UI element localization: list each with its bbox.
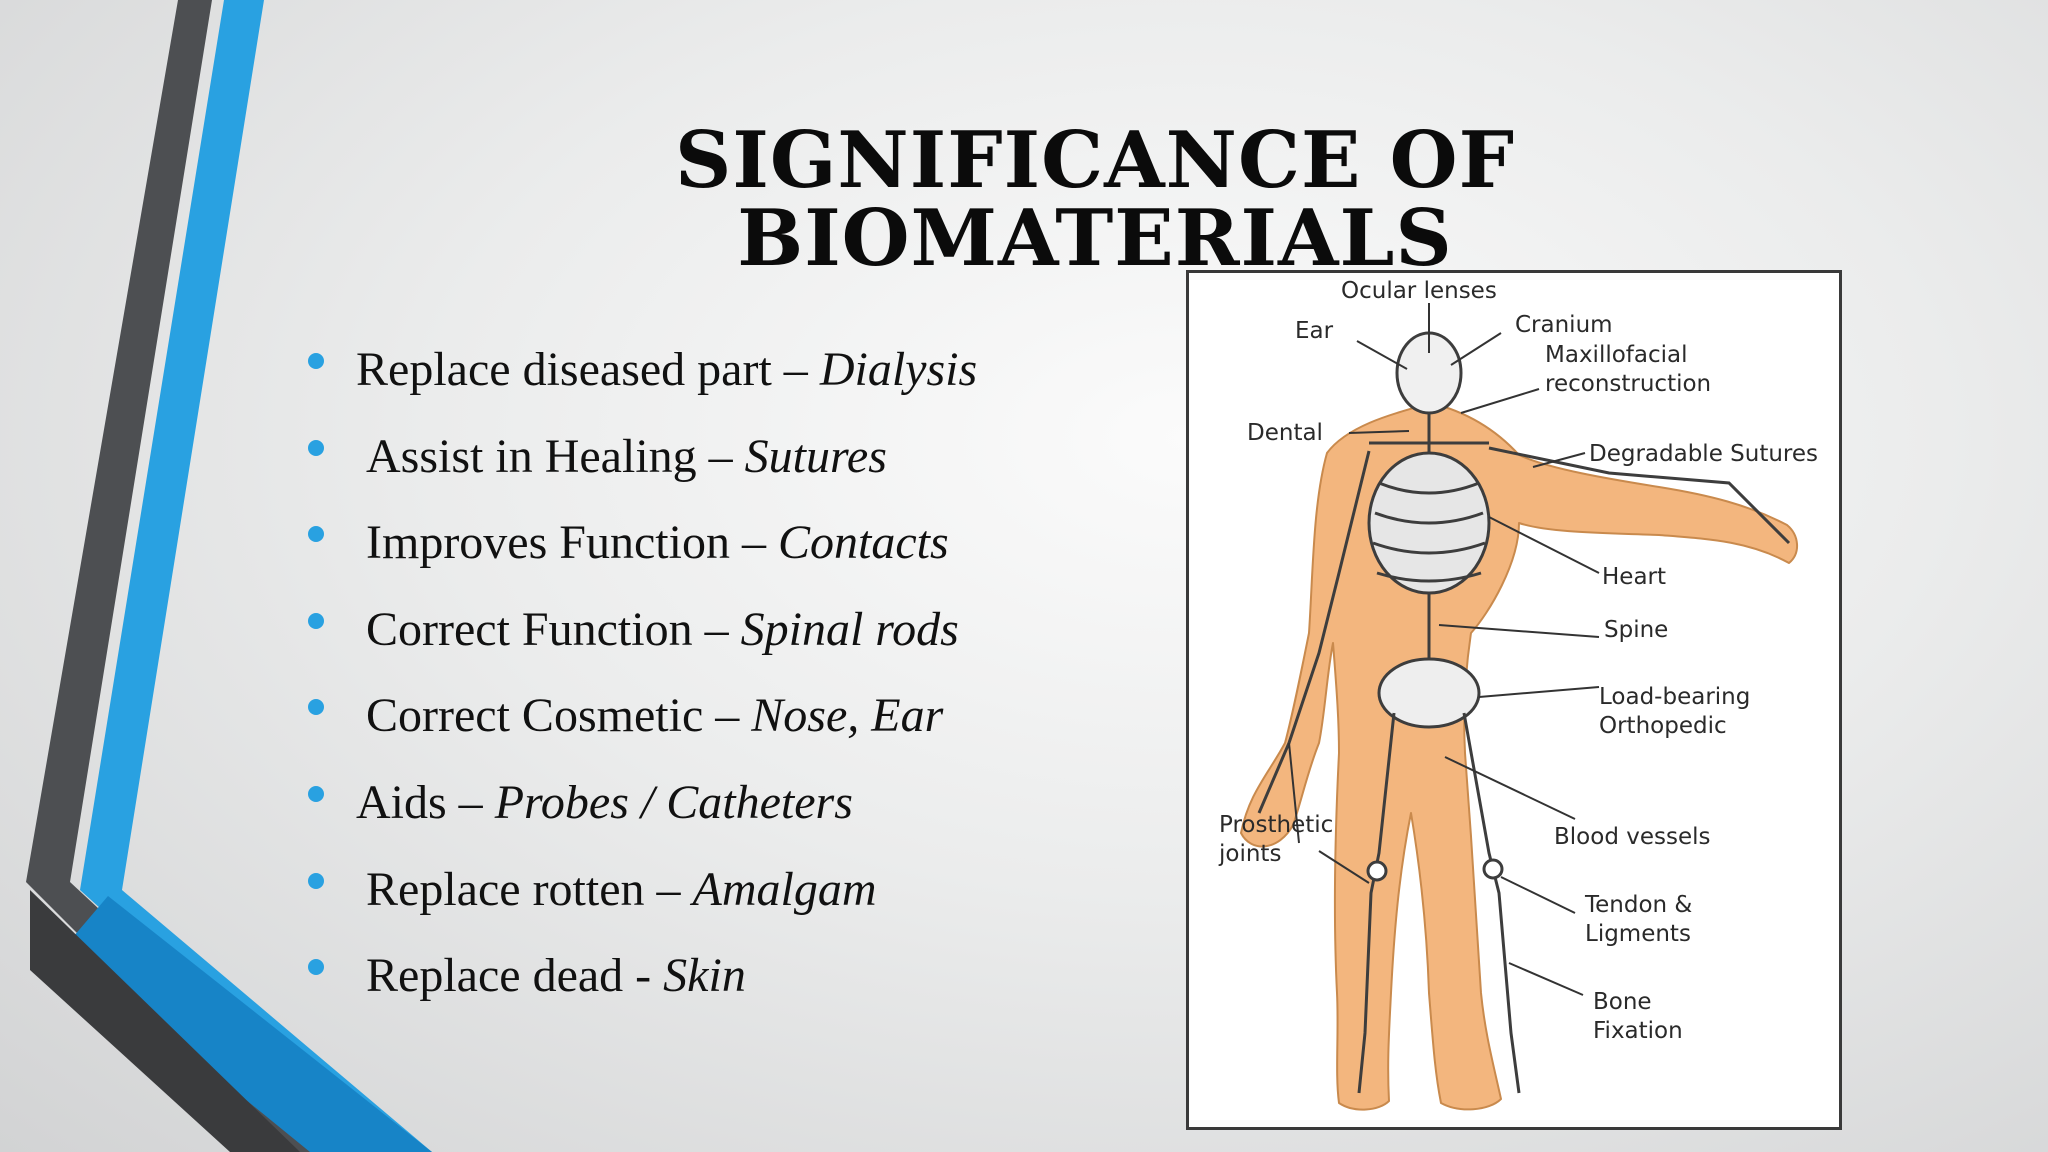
bullet-example: Nose, Ear <box>751 689 944 743</box>
bullet-example: Contacts <box>777 516 949 570</box>
bullet-example: Spinal rods <box>740 602 959 656</box>
label-cranium: Cranium <box>1515 312 1613 338</box>
bullet-dot <box>308 699 324 716</box>
label-blood-vessels: Blood vessels <box>1554 824 1711 850</box>
label-ocular-lenses: Ocular lenses <box>1341 278 1497 304</box>
dark-gray-stripe <box>26 0 360 1152</box>
label-maxillofacial: Maxillofacial reconstruction <box>1545 342 1712 397</box>
bullet-text: Replace dead - <box>366 949 664 1003</box>
body-silhouette <box>1240 402 1798 1111</box>
label-degradable-sutures: Degradable Sutures <box>1589 441 1819 467</box>
bullet-dot <box>308 439 324 456</box>
skeleton-bones <box>1257 331 1791 1094</box>
bullet-example: Skin <box>663 949 746 1003</box>
label-tendon-ligaments: Tendon & Ligments <box>1585 892 1693 947</box>
bullet-dot <box>308 959 324 976</box>
bullet-text: Replace diseased part – <box>356 343 820 396</box>
label-bone-fixation: Bone Fixation <box>1593 989 1683 1044</box>
label-prosthetic-joints: Prosthetic joints <box>1219 812 1334 867</box>
label-load-bearing: Load-bearing Orthopedic <box>1599 684 1751 739</box>
bullet-text: Replace rotten – <box>366 862 693 916</box>
skeleton-diagram: Ocular lenses Ear Cranium Maxillofacial … <box>1186 270 1842 1130</box>
bullet-text: Improves Function – <box>366 516 778 570</box>
label-heart: Heart <box>1602 564 1667 590</box>
bullet-text: Aids – <box>356 775 495 829</box>
bullet-example: Dialysis <box>819 343 978 396</box>
bullet-text: Correct Cosmetic – <box>366 689 752 743</box>
skeleton-illustration <box>1240 303 1798 1111</box>
bullet-example: Sutures <box>744 429 887 483</box>
bullet-dot <box>308 353 324 369</box>
bullet-dot <box>308 785 324 802</box>
bullet-dot <box>308 526 324 543</box>
slide-title: SIGNIFICANCE OF BIOMATERIALS <box>675 115 1515 284</box>
bullet-text: Correct Function – <box>366 602 741 656</box>
bullet-text: Assist in Healing – <box>366 429 745 483</box>
light-blue-stripe <box>80 0 432 1152</box>
label-spine: Spine <box>1604 617 1669 643</box>
label-dental: Dental <box>1247 420 1323 446</box>
bullet-example: Probes / Catheters <box>494 775 853 829</box>
dark-blue-wedge <box>62 896 432 1152</box>
bullet-dot <box>308 872 324 889</box>
charcoal-wedge <box>30 890 300 1152</box>
bullet-dot <box>308 612 324 629</box>
bullet-example: Amalgam <box>692 862 877 916</box>
label-ear: Ear <box>1295 318 1334 344</box>
leader-lines <box>1288 303 1600 996</box>
